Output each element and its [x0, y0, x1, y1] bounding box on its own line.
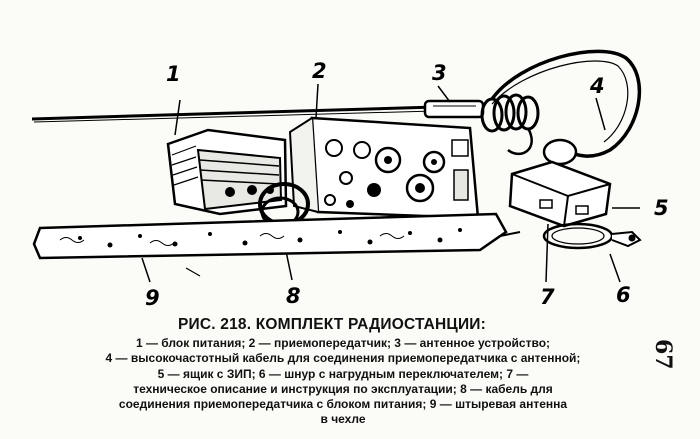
chest-switch-cord [542, 222, 642, 283]
callout-1: 1 [166, 62, 181, 86]
technical-manual-line [545, 223, 549, 283]
spare-parts-case [508, 160, 640, 228]
caption-line: соединения приемопередатчика с блоком пи… [118, 397, 568, 412]
figure-caption: РИС. 218. КОМПЛЕКТ РАДИОСТАНЦИИ: 1 — бло… [0, 316, 664, 428]
antenna-cover-case [32, 212, 521, 283]
callout-4: 4 [590, 74, 605, 98]
radio-station-illustration [31, 49, 642, 283]
callout-6: 6 [616, 283, 631, 307]
caption-line: 4 — высокочастотный кабель для соединени… [105, 351, 581, 366]
antenna-coil-and-cable [437, 49, 642, 166]
caption-line: техническое описание и инструкция по экс… [133, 381, 553, 396]
caption-line: в чехле [320, 412, 366, 427]
page-number: 67 [650, 339, 676, 370]
callout-8: 8 [286, 284, 301, 308]
callout-9: 9 [145, 286, 160, 310]
callout-2: 2 [312, 59, 327, 83]
caption-line: 1 — блок питания; 2 — приемопередатчик; … [135, 336, 551, 350]
power-supply-unit [166, 99, 288, 216]
whip-antenna-rod [31, 99, 485, 123]
caption-title: РИС. 218. КОМПЛЕКТ РАДИОСТАНЦИИ: [178, 316, 486, 333]
callout-7: 7 [540, 285, 555, 309]
transceiver-unit [288, 83, 480, 220]
caption-line: 5 — ящик с ЗИП; 6 — шнур с нагрудным пер… [157, 366, 529, 381]
callout-5: 5 [654, 196, 669, 220]
caption-body: 1 — блок питания; 2 — приемопередатчик; … [0, 336, 664, 428]
callout-3: 3 [432, 61, 447, 85]
